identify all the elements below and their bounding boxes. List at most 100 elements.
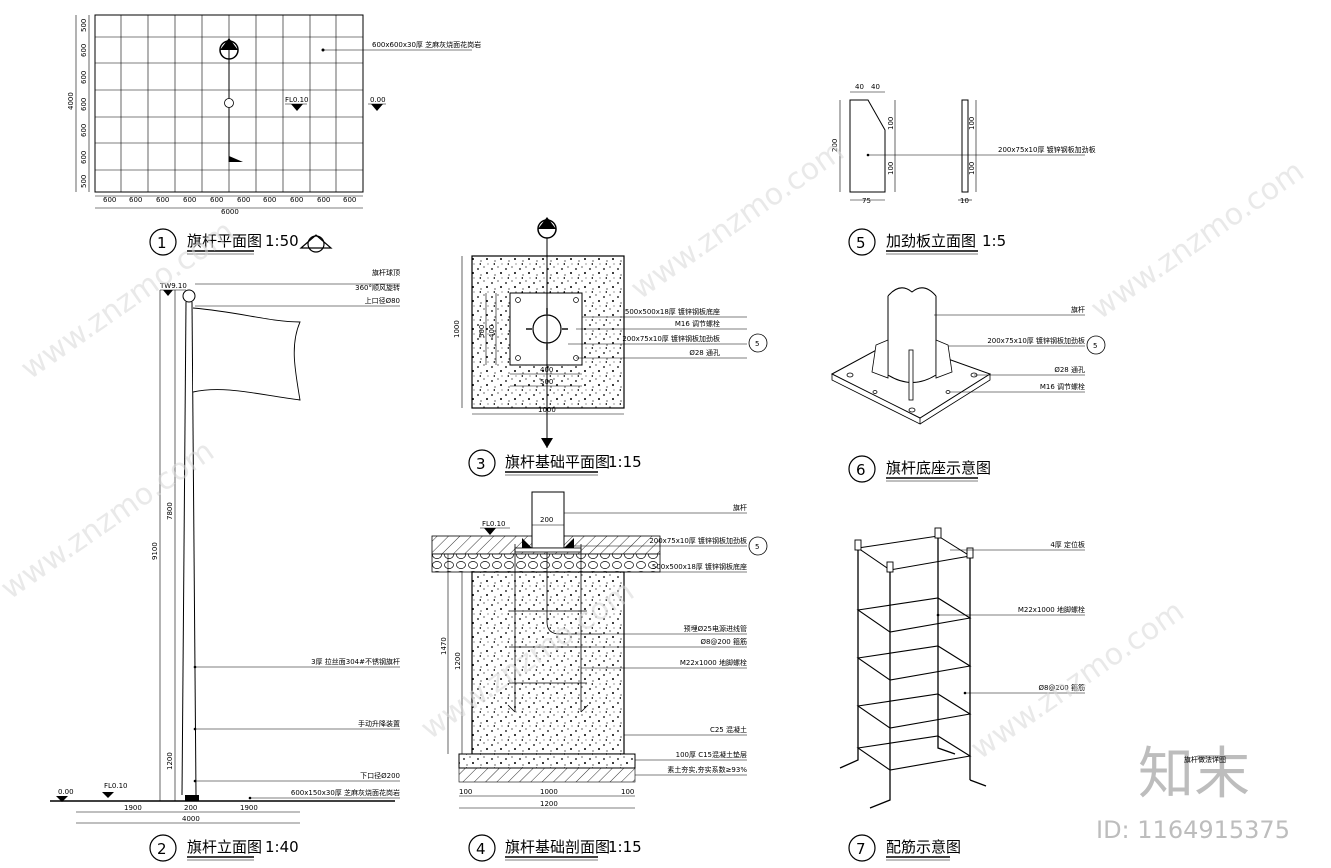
fsec-dim-pole: 200 <box>540 516 553 524</box>
dim-left-4: 600 <box>80 98 88 111</box>
fsec-note-pole: 旗杆 <box>733 503 747 512</box>
base-note-bolt: M16 调节螺栓 <box>1040 382 1085 391</box>
fplan-dim-bolt-v: 400 <box>488 325 496 338</box>
dim-bottom-5: 600 <box>210 196 223 204</box>
dim-bottom-2: 600 <box>129 196 142 204</box>
dim-bottom-10: 600 <box>343 196 356 204</box>
level-tw: TW9.10 <box>159 282 187 290</box>
fplan-note-stiffener: 200x75x10厚 镀锌钢板加劲板 <box>622 334 720 343</box>
level-fl-elev: FL0.10 <box>104 782 128 790</box>
scale-foundation-plan: 1:15 <box>608 453 642 471</box>
logo-sub: 旗杆做法详图 <box>1184 755 1226 764</box>
foundation-plan-drawing: 500x500x18厚 镀锌钢板底座 M16 调节螺栓 200x75x10厚 镀… <box>453 217 768 477</box>
level-fl: FL0.10 <box>285 96 309 104</box>
scale-foundation-section: 1:15 <box>608 838 642 856</box>
stiff-dim-right-1: 100 <box>887 117 895 130</box>
level-zero-elev: 0.00 <box>58 788 74 796</box>
fsec-note-conduit: 预埋Ø25电源进线管 <box>684 624 747 633</box>
stiff-dim-right-2: 100 <box>887 162 895 175</box>
stiff-dim-side-2: 100 <box>968 162 976 175</box>
scale-stiffener: 1:5 <box>982 232 1006 250</box>
elev-note-rotate: 360°顺风旋转 <box>355 283 400 292</box>
title-foundation-plan: 旗杆基础平面图 <box>505 453 610 471</box>
fplan-dim-bolt-h: 400 <box>540 366 553 374</box>
fsec-note-soil: 素土夯实,夯实系数≥93% <box>667 765 747 774</box>
dim-bottom-3: 600 <box>156 196 169 204</box>
logo-name: 知末 <box>1138 742 1250 807</box>
dim-elev-pole: 7800 <box>166 502 174 520</box>
fsec-dim-block: 1200 <box>454 652 462 670</box>
fsec-note-anchor: M22x1000 地脚螺栓 <box>680 658 747 667</box>
base-ref: 5 <box>1093 342 1097 350</box>
rebar-note-plate: 4厚 定位板 <box>1050 540 1085 549</box>
dim-bottom-6: 600 <box>237 196 250 204</box>
watermark-6: www.znzmo.com <box>0 434 221 607</box>
fplan-note-hole: Ø28 通孔 <box>689 348 720 357</box>
fplan-ref: 5 <box>755 340 759 348</box>
fsec-dim-right: 100 <box>621 788 634 796</box>
title-rebar: 配筋示意图 <box>886 838 961 856</box>
fsec-note-stirrup: Ø8@200 箍筋 <box>700 637 747 646</box>
title-number-3: 3 <box>476 455 486 473</box>
scale-elevation: 1:40 <box>265 838 299 856</box>
flagpole-elevation-drawing: TW9.10 FL0.10 0.00 旗杆球顶 360°顺风旋转 上口径Ø80 … <box>50 268 400 862</box>
fsec-note-stiffener: 200x75x10厚 镀锌钢板加劲板 <box>649 536 747 545</box>
fsec-note-concrete: C25 混凝土 <box>710 725 747 734</box>
title-number-1: 1 <box>157 234 167 252</box>
dim-bottom-total: 6000 <box>221 208 239 216</box>
stiff-dim-top-2: 40 <box>871 83 880 91</box>
stiff-dim-thickness: 10 <box>960 197 969 205</box>
dim-elev-htotal: 4000 <box>182 815 200 823</box>
base-note-hole: Ø28 通孔 <box>1054 365 1085 374</box>
fplan-dim-left: 1000 <box>453 320 461 338</box>
elev-note-ball: 旗杆球顶 <box>372 268 400 277</box>
fsec-dim-mid: 1000 <box>540 788 558 796</box>
fsec-ref: 5 <box>755 543 759 551</box>
fsec-note-base: 500x500x18厚 镀锌钢板底座 <box>652 562 747 571</box>
stiffener-elevation-drawing: 200x75x10厚 镀锌钢板加劲板 40 40 200 100 100 75 … <box>831 83 1096 256</box>
fsec-level: FL0.10 <box>482 520 506 528</box>
foundation-section-drawing: FL0.10 200 旗杆 200x75x10厚 镀锌钢板加劲板 500x500… <box>431 491 768 862</box>
logo-id: ID: 1164915375 <box>1096 816 1290 844</box>
rebar-note-anchor: M22x1000 地脚螺栓 <box>1018 605 1085 614</box>
dim-bottom-9: 600 <box>317 196 330 204</box>
fplan-note-base: 500x500x18厚 镀锌钢板底座 <box>625 307 720 316</box>
fplan-dim-inner: 500 <box>478 325 486 338</box>
flagpole-plan-drawing: 600x600x30厚 芝麻灰烧面花岗岩 FL0.10 0.00 600 600… <box>67 14 481 256</box>
dim-bottom-8: 600 <box>290 196 303 204</box>
title-number-2: 2 <box>157 840 167 858</box>
stiff-dim-side-1: 100 <box>968 117 976 130</box>
fsec-dim-left: 100 <box>459 788 472 796</box>
dim-left-2: 600 <box>80 44 88 57</box>
fsec-dim-total: 1200 <box>540 800 558 808</box>
stiffener-note: 200x75x10厚 镀锌钢板加劲板 <box>998 145 1096 154</box>
dim-left-total: 4000 <box>67 92 75 110</box>
dim-elev-mid: 200 <box>184 804 197 812</box>
stiff-dim-width: 75 <box>862 197 871 205</box>
watermark-2: www.znzmo.com <box>625 134 851 307</box>
dim-bottom-4: 600 <box>183 196 196 204</box>
dim-elev-total: 9100 <box>151 542 159 560</box>
base-note-stiffener: 200x75x10厚 镀锌钢板加劲板 <box>987 336 1085 345</box>
base-note-pole: 旗杆 <box>1071 305 1085 314</box>
dim-left-6: 600 <box>80 151 88 164</box>
dim-left-1: 500 <box>80 19 88 32</box>
stiff-dim-top-1: 40 <box>855 83 864 91</box>
dim-elev-left: 1900 <box>124 804 142 812</box>
watermark-5: www.znzmo.com <box>965 594 1191 767</box>
title-number-4: 4 <box>476 840 486 858</box>
fsec-note-cushion: 100厚 C15混凝土垫层 <box>676 750 747 759</box>
elev-note-top-dia: 上口径Ø80 <box>365 296 400 305</box>
title-number-6: 6 <box>856 461 866 479</box>
title-stiffener: 加劲板立面图 <box>886 232 976 250</box>
rebar-schematic-drawing: 4厚 定位板 M22x1000 地脚螺栓 Ø8@200 箍筋 7 配筋示意图 <box>839 527 1085 862</box>
dim-elev-lower: 1200 <box>166 752 174 770</box>
elev-note-pole: 3厚 拉丝面304#不锈钢旗杆 <box>311 657 400 666</box>
dim-bottom-7: 600 <box>263 196 276 204</box>
dim-bottom-1: 600 <box>103 196 116 204</box>
base-schematic-drawing: 旗杆 200x75x10厚 镀锌钢板加劲板 Ø28 通孔 M16 调节螺栓 5 … <box>830 287 1106 483</box>
level-zero: 0.00 <box>370 96 386 104</box>
dim-left-5: 600 <box>80 124 88 137</box>
watermark-3: www.znzmo.com <box>1085 154 1311 327</box>
